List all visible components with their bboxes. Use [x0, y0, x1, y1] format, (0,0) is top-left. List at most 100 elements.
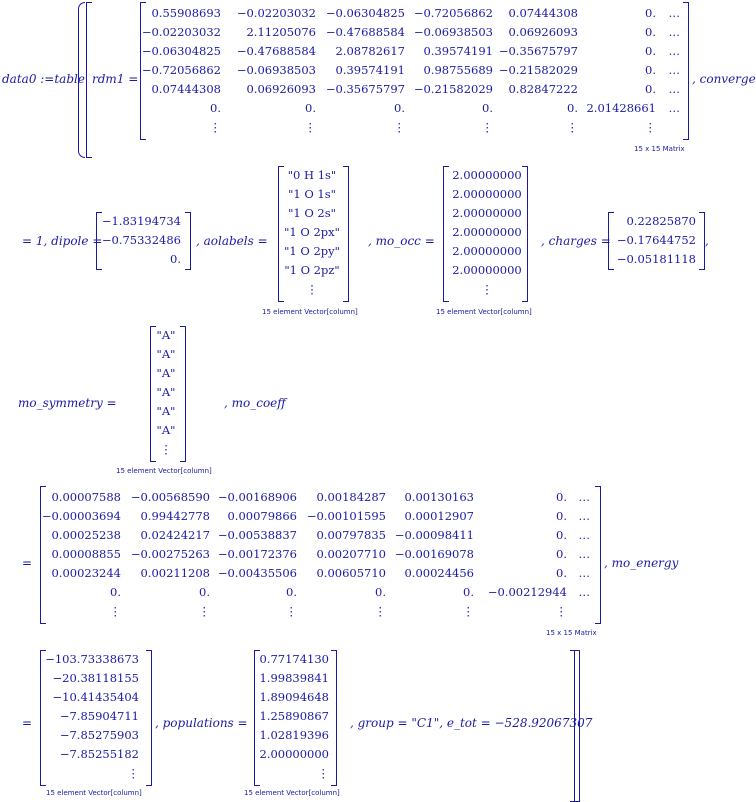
- matrix-cell: 0.00025238: [51, 528, 121, 542]
- charges-label: , charges =: [541, 234, 611, 248]
- matrix-cell: −0.72056862: [141, 63, 221, 77]
- vector-entry: 2.00000000: [452, 168, 522, 182]
- matrix-cell: 0.98755689: [423, 63, 493, 77]
- vector-entry: "A": [156, 385, 176, 399]
- mo-coeff-right-bracket: [595, 486, 601, 624]
- matrix-cell: −0.00098411: [394, 528, 474, 542]
- matrix-cell: ⋮: [566, 120, 579, 134]
- vector-entry: "1 O 2pz": [284, 263, 340, 277]
- aolabels-right-bracket: [343, 166, 349, 302]
- matrix-cell: 0.39574191: [423, 44, 493, 58]
- rdm1-left-bracket: [140, 2, 146, 140]
- mo-symmetry-left-bracket: [150, 326, 156, 462]
- matrix-cell: 0.07444308: [151, 82, 221, 96]
- vector-entry: 1.89094648: [259, 690, 329, 704]
- matrix-cell: −0.47688584: [325, 25, 405, 39]
- matrix-cell: 0.: [645, 6, 656, 20]
- matrix-cell: 0.: [556, 528, 567, 542]
- matrix-cell: 0.: [482, 101, 493, 115]
- matrix-cell: 0.: [645, 82, 656, 96]
- matrix-cell: …: [578, 509, 591, 523]
- matrix-cell: 0.: [556, 490, 567, 504]
- matrix-cell: 2.08782617: [335, 44, 405, 58]
- vector-entry: "A": [156, 404, 176, 418]
- matrix-cell: 0.00007588: [51, 490, 121, 504]
- populations-label: , populations =: [155, 716, 248, 730]
- matrix-cell: 0.00605710: [316, 566, 386, 580]
- vector-entry: −20.38118155: [52, 671, 139, 685]
- mo-energy-equals: =: [22, 716, 33, 730]
- vector-entry: ⋮: [317, 766, 330, 780]
- matrix-cell: …: [578, 528, 591, 542]
- mo-coeff-equals: =: [22, 556, 33, 570]
- converged-label: , converged: [692, 72, 756, 86]
- mo-occ-right-bracket: [522, 166, 528, 302]
- matrix-cell: ⋮: [644, 120, 657, 134]
- matrix-cell: 0.: [556, 547, 567, 561]
- matrix-cell: 0.00012907: [404, 509, 474, 523]
- matrix-cell: −0.00538837: [217, 528, 297, 542]
- table-open-bracket: [86, 2, 92, 158]
- vector-entry: 0.22825870: [626, 214, 696, 228]
- vector-entry: 2.00000000: [452, 225, 522, 239]
- matrix-cell: 0.: [210, 101, 221, 115]
- matrix-cell: 0.: [199, 585, 210, 599]
- vector-entry: −0.05181118: [616, 252, 696, 266]
- mo-occ-left-bracket: [443, 166, 449, 302]
- matrix-cell: …: [578, 566, 591, 580]
- charges-left-bracket: [608, 212, 614, 270]
- vector-entry: −1.83194734: [101, 214, 181, 228]
- matrix-cell: …: [668, 25, 681, 39]
- matrix-cell: …: [578, 547, 591, 561]
- dipole-label: = 1, dipole =: [22, 234, 103, 248]
- matrix-cell: 0.55908693: [151, 6, 221, 20]
- matrix-cell: …: [668, 6, 681, 20]
- mo-symmetry-label: mo_symmetry =: [18, 396, 117, 410]
- matrix-cell: −0.21582029: [413, 82, 493, 96]
- charges-trailing-comma: ,: [705, 234, 709, 248]
- matrix-cell: −0.00169078: [394, 547, 474, 561]
- vector-entry: "A": [156, 366, 176, 380]
- mo-occ-caption: 15 element Vector[column]: [436, 308, 532, 316]
- group-etot-text: , group = "C1", e_tot = −528.92067307: [350, 716, 593, 730]
- rdm1-caption: 15 x 15 Matrix: [634, 145, 685, 153]
- mo-coeff-caption: 15 x 15 Matrix: [546, 629, 597, 637]
- mo-coeff-left-bracket: [40, 486, 46, 624]
- populations-left-bracket: [254, 650, 260, 786]
- vector-entry: ⋮: [306, 282, 318, 296]
- vector-entry: −0.17644752: [616, 233, 696, 247]
- matrix-cell: ⋮: [109, 604, 122, 618]
- vector-entry: ⋮: [481, 282, 493, 296]
- vector-entry: "A": [156, 328, 176, 342]
- matrix-cell: ⋮: [285, 604, 298, 618]
- vector-entry: "A": [156, 347, 176, 361]
- vector-entry: −10.41435404: [52, 690, 139, 704]
- matrix-cell: 0.00211208: [140, 566, 210, 580]
- mo-symmetry-right-bracket: [180, 326, 186, 462]
- vector-entry: "1 O 2px": [284, 225, 340, 239]
- matrix-cell: ⋮: [555, 604, 568, 618]
- matrix-cell: 0.: [305, 101, 316, 115]
- matrix-cell: ⋮: [393, 120, 406, 134]
- vector-entry: 1.25890867: [259, 709, 329, 723]
- table-close-paren: [575, 650, 580, 802]
- matrix-cell: −0.72056862: [413, 6, 493, 20]
- mo-energy-caption: 15 element Vector[column]: [46, 789, 142, 797]
- matrix-cell: ⋮: [374, 604, 387, 618]
- mo-energy-right-bracket: [146, 650, 152, 786]
- vector-entry: 2.00000000: [452, 206, 522, 220]
- vector-entry: 2.00000000: [259, 747, 329, 761]
- vector-entry: 1.99839841: [259, 671, 329, 685]
- vector-entry: 0.77174130: [259, 652, 329, 666]
- matrix-cell: 0.82847222: [508, 82, 578, 96]
- matrix-cell: −0.00435506: [217, 566, 297, 580]
- populations-caption: 15 element Vector[column]: [244, 789, 340, 797]
- matrix-cell: 0.06926093: [508, 25, 578, 39]
- matrix-cell: 0.99442778: [140, 509, 210, 523]
- matrix-cell: …: [668, 82, 681, 96]
- rdm1-right-bracket: [683, 2, 689, 140]
- matrix-cell: −0.00568590: [130, 490, 210, 504]
- matrix-cell: 0.07444308: [508, 6, 578, 20]
- matrix-cell: …: [578, 585, 591, 599]
- matrix-cell: 0.00184287: [316, 490, 386, 504]
